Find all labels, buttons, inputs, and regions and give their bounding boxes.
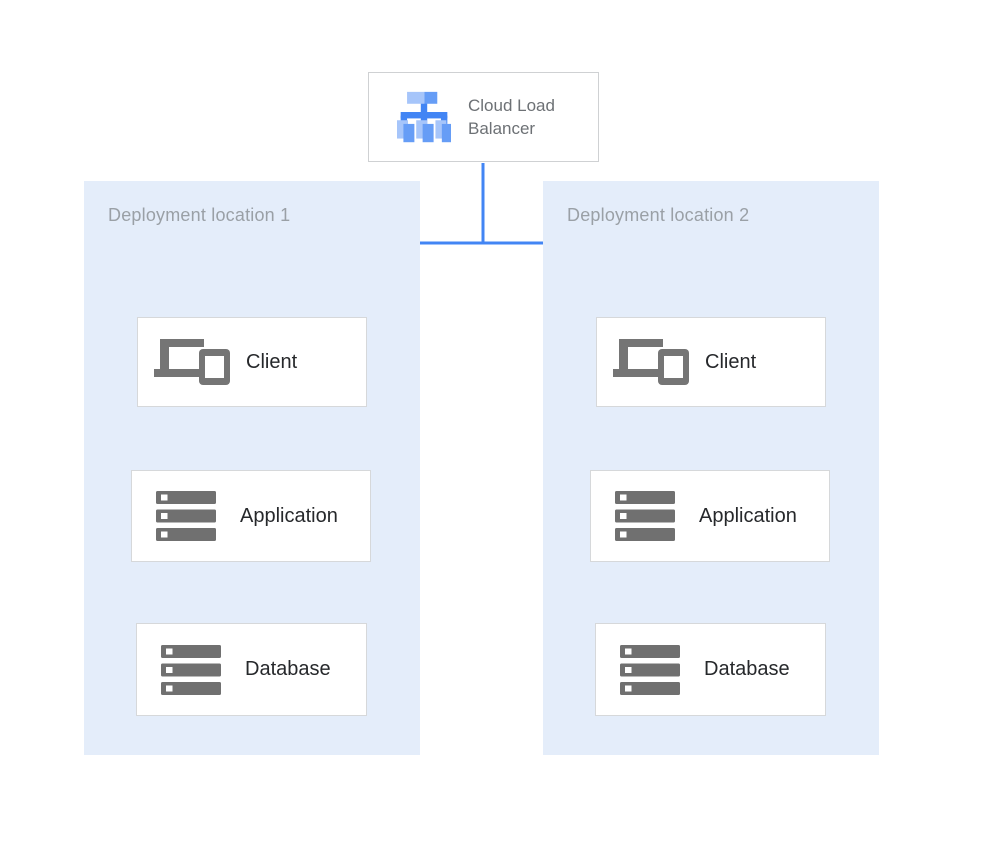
node-database-location1: Database — [136, 623, 367, 716]
node-label: Client — [705, 350, 757, 373]
node-label: Application — [240, 504, 338, 527]
node-label: Database — [245, 658, 331, 680]
server-stack-icon — [605, 491, 685, 541]
node-client-location2: Client — [596, 317, 826, 407]
node-label: Application — [699, 504, 797, 527]
load-balancer-node: Cloud Load Balancer — [368, 72, 599, 162]
node-application-location2: Application — [590, 470, 830, 562]
load-balancer-icon — [396, 90, 452, 145]
load-balancer-label: Cloud Load Balancer — [468, 96, 555, 138]
devices-icon — [152, 339, 232, 385]
node-client-location1: Client — [137, 317, 367, 407]
node-label: Client — [246, 350, 298, 373]
deployment-panel-2-label: Deployment location 2 — [567, 205, 750, 225]
server-stack-icon — [610, 644, 690, 695]
node-label: Database — [704, 658, 790, 680]
node-application-location1: Application — [131, 470, 371, 562]
deployment-panel-1-label: Deployment location 1 — [108, 205, 291, 225]
server-stack-icon — [151, 644, 231, 695]
server-stack-icon — [146, 491, 226, 541]
devices-icon — [611, 339, 691, 385]
node-database-location2: Database — [595, 623, 826, 716]
